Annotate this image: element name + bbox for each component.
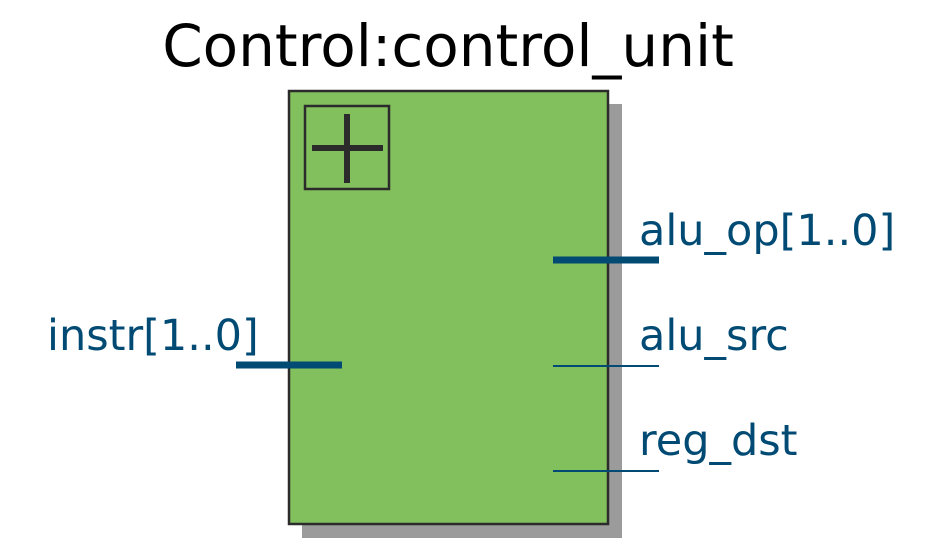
instr-port-label: instr[1..0] bbox=[47, 311, 259, 361]
expand-plus-icon[interactable] bbox=[303, 104, 391, 191]
reg-dst-port-label: reg_dst bbox=[639, 416, 798, 466]
output-port-reg-dst[interactable]: reg_dst bbox=[553, 416, 798, 472]
output-port-alu-op[interactable]: alu_op[1..0] bbox=[553, 206, 895, 264]
alu-op-port-label: alu_op[1..0] bbox=[639, 206, 895, 256]
input-port-instr[interactable]: instr[1..0] bbox=[47, 311, 342, 369]
alu-src-port-label: alu_src bbox=[639, 311, 789, 361]
block-title: Control:control_unit bbox=[162, 12, 734, 80]
control-unit-block[interactable] bbox=[287, 89, 610, 526]
output-port-alu-src[interactable]: alu_src bbox=[553, 311, 789, 367]
